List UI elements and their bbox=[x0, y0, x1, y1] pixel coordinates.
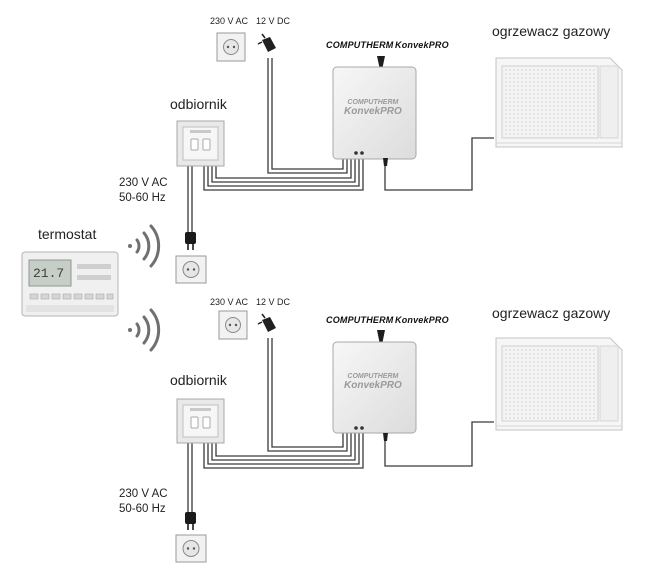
mains-label-1-line2: 50-60 Hz bbox=[119, 192, 166, 204]
receiver-label-1: odbiornik bbox=[170, 96, 227, 112]
adapter-dc-label-2: 12 V DC bbox=[256, 297, 291, 307]
wall-socket-2 bbox=[175, 534, 207, 563]
box-plate-brand-1: COMPUTHERM KonvekPRO bbox=[344, 99, 402, 117]
adapter-dc-label-1: 12 V DC bbox=[256, 16, 291, 26]
receiver-label-2: odbiornik bbox=[170, 372, 227, 388]
adapter-ac-label-2: 230 V AC bbox=[210, 297, 249, 307]
dc-adapter-plug-1 bbox=[257, 33, 276, 52]
receiver-device-1 bbox=[176, 120, 225, 167]
mains-plug-2 bbox=[185, 512, 196, 530]
mains-label-1-line1: 230 V AC bbox=[119, 177, 168, 189]
box-plate-brand-line1: COMPUTHERM bbox=[347, 373, 399, 380]
box-plate-brand-line1: COMPUTHERM bbox=[347, 99, 399, 106]
brand-model-2: KonvekPRO bbox=[395, 315, 449, 325]
box-plate-brand-line2: KonvekPRO bbox=[344, 380, 402, 391]
mains-plug-1 bbox=[185, 232, 196, 250]
brand-model-1: KonvekPRO bbox=[395, 40, 449, 50]
heater-label-1: ogrzewacz gazowy bbox=[492, 23, 611, 39]
konvekpro-controller-2 bbox=[332, 330, 417, 441]
wireless-waves-icon bbox=[128, 224, 161, 352]
brand-computherm-1: COMPUTHERM bbox=[326, 40, 394, 50]
wires-system-1 bbox=[187, 58, 494, 232]
gas-heater-1 bbox=[495, 57, 623, 148]
gas-heater-2 bbox=[495, 337, 623, 431]
box-plate-brand-line2: KonvekPRO bbox=[344, 106, 402, 117]
brand-computherm-2: COMPUTHERM bbox=[326, 315, 394, 325]
dc-adapter-plug-2 bbox=[257, 313, 276, 332]
heater-label-2: ogrzewacz gazowy bbox=[492, 305, 611, 321]
thermostat-display-value: 21.7 bbox=[33, 266, 65, 281]
wires-system-2 bbox=[187, 338, 494, 512]
konvekpro-controller-1 bbox=[332, 56, 417, 166]
thermostat-label: termostat bbox=[38, 226, 97, 242]
mains-label-2-line2: 50-60 Hz bbox=[119, 503, 166, 515]
adapter-socket-1 bbox=[216, 32, 246, 62]
receiver-device-2 bbox=[176, 398, 225, 444]
mains-label-2-line1: 230 V AC bbox=[119, 488, 168, 500]
box-plate-brand-2: COMPUTHERM KonvekPRO bbox=[344, 373, 402, 391]
wall-socket-1 bbox=[175, 255, 207, 284]
adapter-socket-2 bbox=[218, 310, 248, 340]
thermostat-device bbox=[21, 251, 119, 317]
adapter-ac-label-1: 230 V AC bbox=[210, 16, 249, 26]
